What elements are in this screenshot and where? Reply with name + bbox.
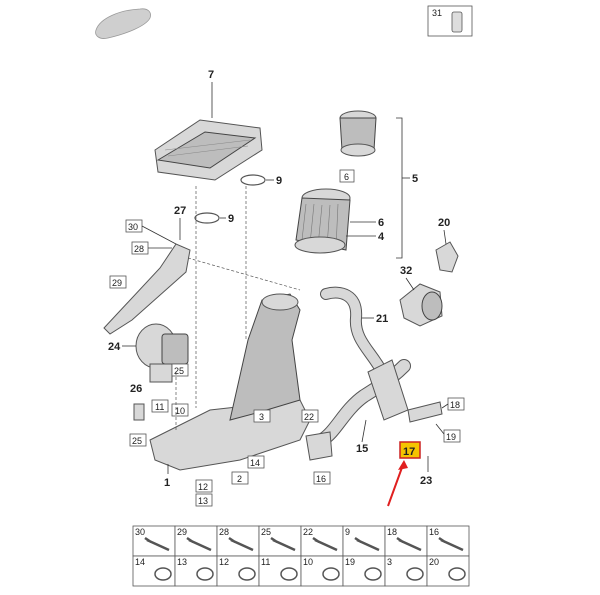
seal-ring-icon xyxy=(406,567,424,581)
legend-label: 25 xyxy=(261,527,271,537)
bolt-icon xyxy=(438,536,464,552)
filter-element xyxy=(294,188,351,254)
callout-18: 18 xyxy=(450,400,460,410)
legend-label: 3 xyxy=(387,557,392,567)
oil-filter-housing xyxy=(149,293,311,471)
callout-9-upper: 9 xyxy=(276,175,282,187)
o-ring-9-upper xyxy=(240,174,266,186)
thermostat-32 xyxy=(399,283,443,327)
callout-24: 24 xyxy=(108,341,121,353)
legend-cell xyxy=(384,525,428,557)
legend-cell xyxy=(300,525,344,557)
car-icon xyxy=(95,8,151,39)
bolt-icon xyxy=(144,536,170,552)
callout-19: 19 xyxy=(446,432,456,442)
bolt-icon xyxy=(312,536,338,552)
callout-5: 5 xyxy=(412,173,418,185)
callout-30: 30 xyxy=(128,222,138,232)
bolt-icon xyxy=(228,536,254,552)
seal-ring-icon xyxy=(196,567,214,581)
seal-ring-icon xyxy=(364,567,382,581)
highlight-17 xyxy=(399,441,421,459)
callout-14: 14 xyxy=(250,458,260,468)
callout-2: 2 xyxy=(237,474,242,484)
legend-label: 18 xyxy=(387,527,397,537)
legend-label: 30 xyxy=(135,527,145,537)
callout-6-box: 6 xyxy=(344,172,349,182)
legend-cell xyxy=(426,555,470,587)
oil-cooler xyxy=(154,119,263,181)
legend-label: 11 xyxy=(261,557,270,567)
legend-label: 9 xyxy=(345,527,350,537)
bracket xyxy=(103,243,191,335)
callout-9-lower: 9 xyxy=(228,213,234,225)
legend-label: 22 xyxy=(303,527,313,537)
bolt-icon xyxy=(186,536,212,552)
sensor-26 xyxy=(133,403,145,421)
callout-11: 11 xyxy=(155,402,164,412)
seal-ring-icon xyxy=(238,567,256,581)
callout-31: 31 xyxy=(432,8,442,18)
seal-ring-icon xyxy=(322,567,340,581)
callout-17: 17 xyxy=(403,446,415,458)
seal-ring-icon xyxy=(280,567,298,581)
legend-label: 12 xyxy=(219,557,229,567)
sensor-24 xyxy=(135,323,189,383)
legend-cell xyxy=(426,525,470,557)
callout-27: 27 xyxy=(174,205,186,217)
callout-20: 20 xyxy=(438,217,450,229)
callout-12: 12 xyxy=(198,482,208,492)
callout-32: 32 xyxy=(400,265,412,277)
bracket-18 xyxy=(407,401,443,423)
callout-23: 23 xyxy=(420,475,432,487)
oil-bottle-icon xyxy=(451,11,463,33)
seal-ring-icon xyxy=(154,567,172,581)
callout-22: 22 xyxy=(304,412,314,422)
seal-ring-icon xyxy=(448,567,466,581)
callout-7: 7 xyxy=(208,69,214,81)
callout-13: 13 xyxy=(198,496,208,506)
callout-1: 1 xyxy=(164,477,170,489)
legend-label: 20 xyxy=(429,557,439,567)
bolt-icon xyxy=(270,536,296,552)
legend-cell xyxy=(384,555,428,587)
legend-label: 13 xyxy=(177,557,187,567)
callout-15: 15 xyxy=(356,443,368,455)
callout-25-lower: 25 xyxy=(132,436,142,446)
callout-21: 21 xyxy=(376,313,388,325)
legend-label: 28 xyxy=(219,527,229,537)
bolt-icon xyxy=(354,536,380,552)
part-31-box xyxy=(427,5,473,37)
hardware-legend: 30 29 28 25 22 9 18 16 14 13 12 11 10 19 3 20 xyxy=(132,525,470,587)
callout-4: 4 xyxy=(378,231,385,243)
callout-26: 26 xyxy=(130,383,142,395)
legend-label: 19 xyxy=(345,557,355,567)
legend-label: 16 xyxy=(429,527,439,537)
callout-16: 16 xyxy=(316,474,326,484)
indicator-arrow xyxy=(387,461,405,507)
connector-16 xyxy=(305,431,333,461)
callout-10: 10 xyxy=(175,406,185,416)
bolt-icon xyxy=(396,536,422,552)
o-ring-9-lower xyxy=(194,212,220,224)
legend-label: 14 xyxy=(135,557,145,567)
callout-25-upper: 25 xyxy=(174,366,184,376)
filter-cap xyxy=(339,110,377,157)
sensor-20 xyxy=(435,241,459,273)
callout-29: 29 xyxy=(112,278,122,288)
callout-3: 3 xyxy=(259,412,264,422)
callout-6: 6 xyxy=(378,217,384,229)
legend-label: 10 xyxy=(303,557,313,567)
callout-28: 28 xyxy=(134,244,144,254)
legend-cell xyxy=(300,555,344,587)
legend-label: 29 xyxy=(177,527,187,537)
